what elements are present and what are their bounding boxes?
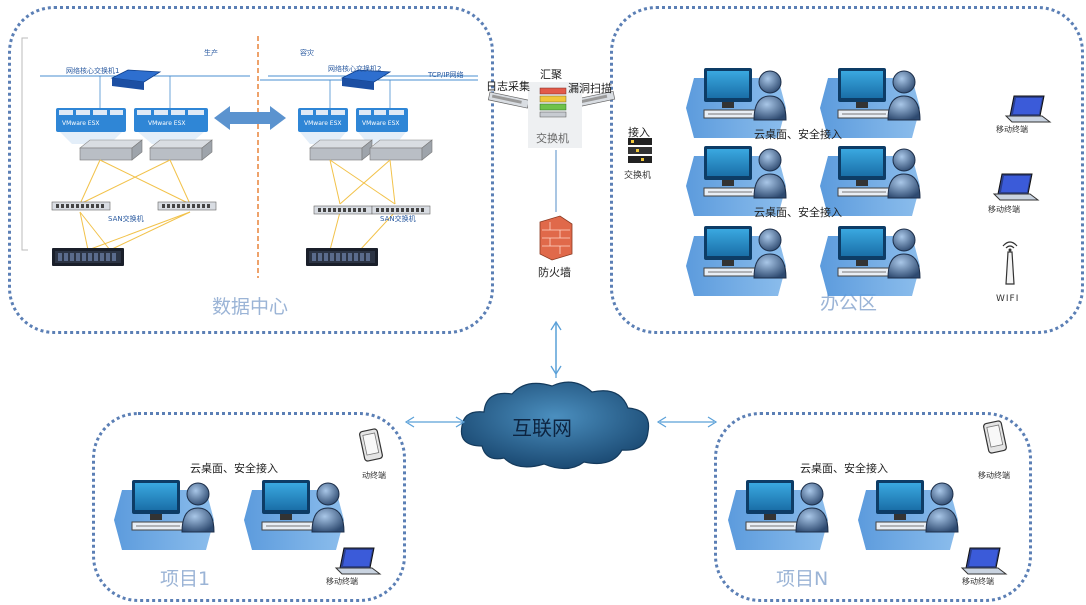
project1-zone-label: 项目1 xyxy=(160,568,211,590)
datacenter-diagram xyxy=(21,36,478,278)
center-switch-label: 交换机 xyxy=(536,132,569,145)
datacenter-zone-label: 数据中心 xyxy=(212,296,289,318)
projectN-phone-icon xyxy=(982,419,1008,455)
office-access-switch-label: 交换机 xyxy=(624,171,652,181)
aggregation-label: 汇聚 xyxy=(540,68,562,81)
esx-label-3: VMware ESX xyxy=(304,120,342,127)
dr-label: 容灾 xyxy=(300,49,314,57)
internet-label: 互联网 xyxy=(512,416,572,440)
office-desktop-access-label-2: 云桌面、安全接入 xyxy=(754,206,842,219)
projectN-zone xyxy=(714,412,1032,602)
datacenter-zone xyxy=(8,6,494,334)
project1-zone xyxy=(92,412,406,602)
wifi-icon xyxy=(1002,241,1018,285)
esx-host-1 xyxy=(56,108,126,132)
office-workstation-5 xyxy=(685,225,787,297)
log-collector-icon xyxy=(487,91,530,109)
projectN-phone-label: 移动终端 xyxy=(978,471,1010,480)
san-switch-right-label: SAN交换机 xyxy=(380,215,416,223)
san-switch-left-label: SAN交换机 xyxy=(108,215,144,223)
project1-phone-icon xyxy=(358,427,384,463)
link-project1-arrow xyxy=(404,416,466,428)
center-diagram xyxy=(487,82,616,378)
project1-workstation-2 xyxy=(243,479,345,551)
production-label: 生产 xyxy=(204,49,218,57)
aggregation-switch-icon xyxy=(539,87,567,118)
wifi-label: WIFI xyxy=(996,294,1020,304)
project1-phone-label: 动终端 xyxy=(362,471,386,480)
replication-arrow-icon xyxy=(214,106,286,130)
firewall-icon xyxy=(539,215,573,261)
projectN-workstation-1 xyxy=(727,479,829,551)
projectN-workstation-2 xyxy=(857,479,959,551)
vuln-scan-label: 漏洞扫描 xyxy=(568,82,612,95)
office-zone-label: 办公区 xyxy=(820,292,878,314)
core-switch-2-label: 网络核心交换机2 xyxy=(328,65,382,73)
project1-desktop-access-label: 云桌面、安全接入 xyxy=(190,462,278,475)
firewall-label: 防火墙 xyxy=(538,266,571,279)
project1-laptop-icon xyxy=(335,547,381,575)
esx-host-2 xyxy=(134,108,208,132)
core-switch-1-label: 网络核心交换机1 xyxy=(66,67,120,75)
project1-workstation-1 xyxy=(113,479,215,551)
core-switch-2-icon xyxy=(340,69,392,83)
core-switch-1-icon xyxy=(110,69,162,83)
esx-label-2: VMware ESX xyxy=(148,120,186,127)
projectN-laptop-icon xyxy=(961,547,1007,575)
projectN-desktop-access-label: 云桌面、安全接入 xyxy=(800,462,888,475)
office-workstation-6 xyxy=(819,225,921,297)
esx-host-3 xyxy=(298,108,348,132)
link-projectN-arrow xyxy=(656,416,718,428)
office-laptop-2-icon xyxy=(993,173,1039,201)
projectN-laptop-label: 移动终端 xyxy=(962,577,994,586)
office-laptop-1-icon xyxy=(1005,95,1051,123)
internet-uplink-arrow xyxy=(550,320,562,376)
tcpip-label: TCP/IP网络 xyxy=(428,71,464,79)
project1-laptop-label: 移动终端 xyxy=(326,577,358,586)
log-collect-label: 日志采集 xyxy=(486,80,530,93)
office-zone xyxy=(610,6,1084,334)
office-mobile-label-2: 移动终端 xyxy=(988,205,1020,214)
office-desktop-access-label-1: 云桌面、安全接入 xyxy=(754,128,842,141)
office-access-switch-icon xyxy=(628,138,652,163)
esx-host-4 xyxy=(356,108,408,132)
office-access-label: 接入 xyxy=(628,126,650,139)
office-mobile-label-1: 移动终端 xyxy=(996,125,1028,134)
esx-label-4: VMware ESX xyxy=(362,120,400,127)
esx-label-1: VMware ESX xyxy=(62,120,100,127)
projectN-zone-label: 项目N xyxy=(776,568,829,590)
internet-cloud-icon xyxy=(460,381,650,470)
